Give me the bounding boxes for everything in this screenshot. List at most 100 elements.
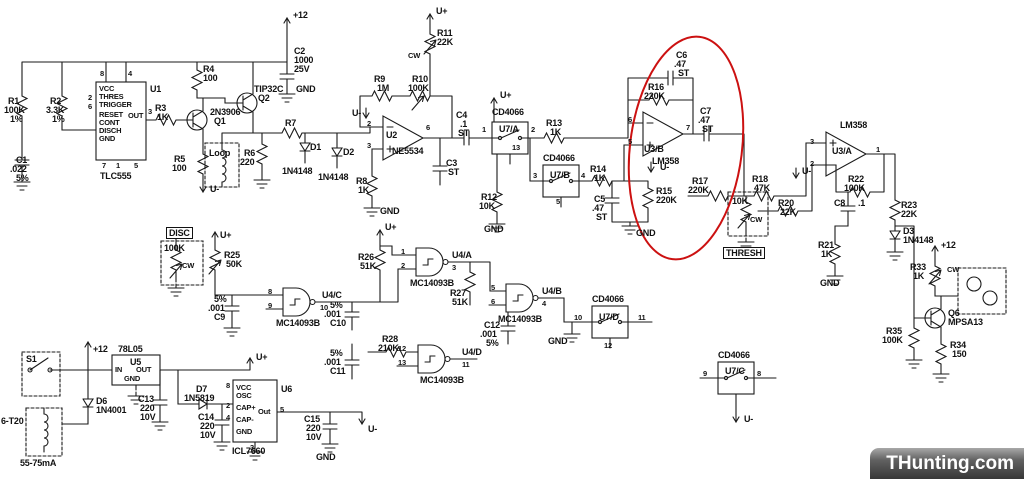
u1-pin8: 8 [100,69,104,78]
s1-switch-box [21,351,61,397]
u6-gnd: GND [236,427,253,436]
nand-gate-symbols [274,247,549,374]
q2-part: TIP32C [254,84,284,94]
coil-spec1: 6-T20 [1,416,24,426]
r22-ref: R22 [848,174,864,184]
wires-sampler [493,77,745,223]
thresh-label: THRESH [723,247,765,259]
r9-val: 1M [377,83,390,93]
u4c-pin9: 9 [268,301,272,310]
speaker-box [957,267,1007,315]
u1-vcc: VCC [99,84,115,93]
d1-part: 1N4148 [282,166,313,176]
r23-val: 22K [901,209,917,219]
r13-ref: R13 [546,118,562,128]
u7a-ref: U7/A [499,124,519,134]
r1-val: 100K [4,105,25,115]
u4a-part: MC14093B [410,278,454,288]
disc-uplus: U+ [220,230,232,240]
pot100k-val: 100K [164,243,185,253]
u3b-ref: U3/B [644,144,664,154]
r3-val: 1K [157,112,169,122]
c6-val: .47 [674,59,686,69]
d6-ref: D6 [96,396,108,406]
u3b-um: U- [660,162,670,172]
c2-ref: C2 [294,46,306,56]
r4-ref: R4 [203,64,215,74]
c4-st: ST [458,128,470,138]
r22-val: 100K [844,183,865,193]
u3a-part: LM358 [840,120,868,130]
c7-val: .47 [698,115,710,125]
c6-ref: C6 [676,50,688,60]
d6-part: 1N4001 [96,405,127,415]
ps-um: U- [368,424,378,434]
u7b-pin4: 4 [581,171,585,180]
r18-ref: R18 [752,174,768,184]
u5-ref: U5 [130,357,142,367]
c3-ref: C3 [446,158,458,168]
d2-ref: D2 [343,147,355,157]
coil-spec2: 55-75mA [20,458,57,468]
c9-tol: 5% [214,294,227,304]
wires-oscillator [21,27,376,188]
c6-st: ST [678,68,690,78]
c5-ref: C5 [594,194,606,204]
u1-gnd: GND [99,134,116,143]
r11-cw: CW [408,51,421,60]
pot10k-cw: CW [750,215,763,224]
u2-um: U- [352,108,362,118]
u4b-pin6: 6 [491,297,495,306]
r21-ref: R21 [818,240,834,250]
u7d-pin10: 10 [574,313,582,322]
r28-val: 210K [378,343,399,353]
r1-ref: R1 [8,96,20,106]
r8-ref: R8 [356,176,368,186]
c8-val: .1 [858,198,866,208]
u6-ref: U6 [281,384,293,394]
r20-ref: R20 [778,198,794,208]
r3-ref: R3 [155,103,167,113]
u3b-pin5: 5 [628,137,632,146]
u4c-part: MC14093B [276,318,320,328]
u1-ref: U1 [150,84,162,94]
r2-ref: R2 [50,96,62,106]
u7a-pin13: 13 [512,143,520,152]
r7-ref: R7 [285,118,297,128]
u4b-pin5: 5 [491,283,495,292]
r35-val: 100K [882,335,903,345]
c7-ref: C7 [700,106,712,116]
r5-val: 100 [172,163,187,173]
u6-pin3: 3 [250,443,254,452]
u4a-pin2: 2 [401,261,405,270]
u6-part: ICL7660 [232,446,266,456]
r18-val: 47K [754,183,770,193]
c9-ref: C9 [214,312,226,322]
q6-part: MPSA13 [948,317,983,327]
u7d-pin11: 11 [638,313,646,322]
r33-val: 1K [913,271,925,281]
u6-pin4: 4 [226,413,230,422]
c3-st: ST [448,167,460,177]
u7b-chip: CD4066 [543,153,575,163]
r12-gnd: GND [484,224,504,234]
c12-val: .001 [480,329,497,339]
watermark: THunting.com [870,448,1024,479]
ps-gnd: GND [316,452,336,462]
u1-pin1: 1 [116,161,120,170]
c15-volt: 10V [306,432,322,442]
plus12-top: +12 [293,10,308,20]
r1-tol: 1% [10,114,23,124]
u1-thres: THRES [99,92,124,101]
u2-ref: U2 [386,130,398,140]
u3a-pin3: 3 [810,137,814,146]
r15-ref: R15 [656,186,672,196]
r5-ref: R5 [174,154,186,164]
u5-out: OUT [136,365,152,374]
u1-pin5: 5 [134,161,138,170]
u7c-pin8: 8 [757,369,761,378]
c15-val: 220 [306,423,321,433]
r21-val: 1K [821,249,833,259]
c10-val: .001 [324,309,341,319]
s1-ref: S1 [26,354,37,364]
